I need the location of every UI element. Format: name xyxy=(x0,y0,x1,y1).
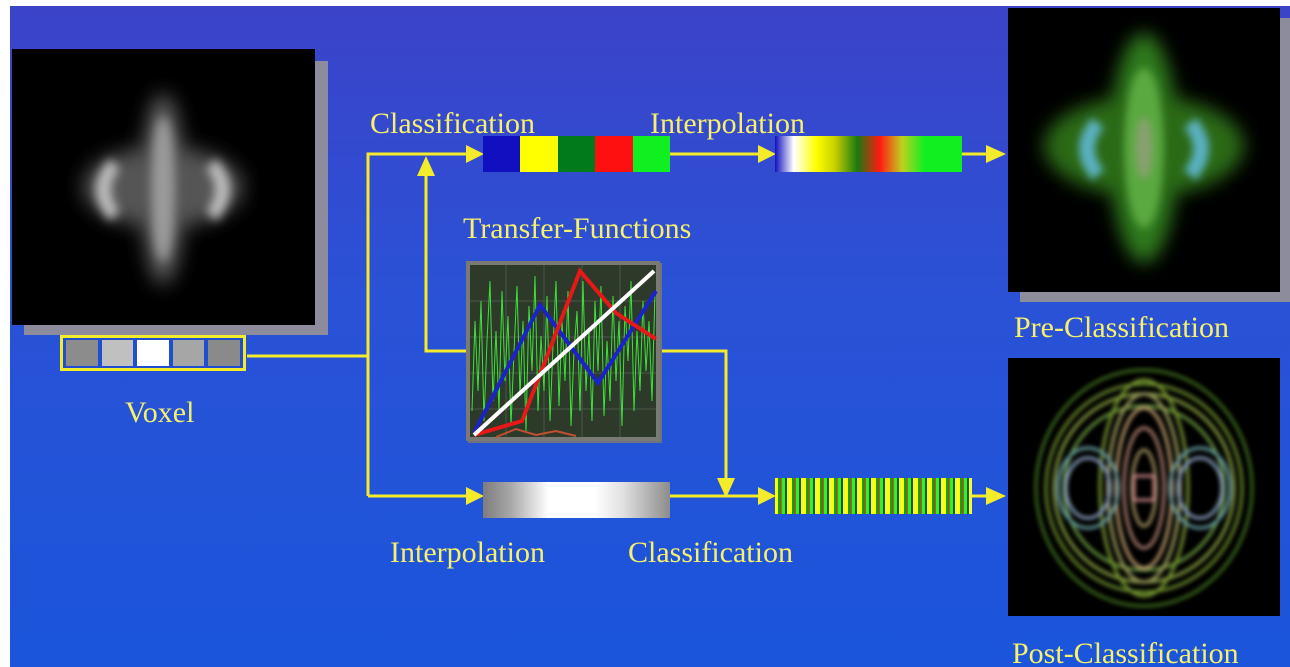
arrowhead xyxy=(466,145,484,163)
blue-transfer-curve xyxy=(472,289,658,434)
voxel-cell xyxy=(101,340,134,366)
transfer-function-svg xyxy=(466,261,660,441)
white-transfer-curve xyxy=(472,269,656,437)
class-color-cell xyxy=(632,136,671,172)
classification-top-label: Classification xyxy=(370,107,535,140)
class-color-cell xyxy=(557,136,596,172)
arrowhead xyxy=(417,156,435,176)
source-volume-image xyxy=(12,49,315,325)
post-classification-image xyxy=(1008,358,1280,616)
class-color-cell xyxy=(595,136,633,172)
arrowhead xyxy=(758,145,776,163)
interpolated-color-bar xyxy=(775,136,962,172)
voxel-strip xyxy=(60,335,246,371)
arrowhead xyxy=(717,478,735,498)
slide-background: Voxel Classification Interpolation xyxy=(10,6,1290,667)
source-volume-render xyxy=(83,94,243,284)
flow-arrows xyxy=(247,145,1006,505)
transfer-functions-label: Transfer-Functions xyxy=(463,212,692,245)
voxel-cell xyxy=(208,340,240,366)
voxel-cell xyxy=(66,340,98,366)
interpolation-top-label: Interpolation xyxy=(650,107,805,140)
arrowhead xyxy=(986,487,1006,505)
voxel-cell xyxy=(172,340,205,366)
interpolated-gray-bar xyxy=(483,482,670,518)
connector-line xyxy=(424,174,466,353)
arrowhead xyxy=(758,487,776,505)
post-classified-color-bar xyxy=(775,478,972,514)
pre-classification-label: Pre-Classification xyxy=(1014,311,1229,344)
pre-classification-image xyxy=(1008,8,1280,292)
interpolation-bottom-label: Interpolation xyxy=(390,536,545,569)
voxel-cell xyxy=(137,340,169,366)
connector-line xyxy=(660,349,728,480)
transfer-function-plot xyxy=(466,261,660,441)
class-color-cell xyxy=(520,136,558,172)
post-classification-label: Post-Classification xyxy=(1012,637,1239,667)
red-transfer-curve xyxy=(473,267,658,437)
voxel-label: Voxel xyxy=(125,396,195,429)
arrowhead xyxy=(986,145,1006,163)
pre-classification-render xyxy=(1044,33,1244,263)
post-classification-render xyxy=(1034,368,1254,608)
classification-color-bar xyxy=(483,136,671,172)
arrowhead xyxy=(466,487,484,505)
classification-bottom-label: Classification xyxy=(628,536,793,569)
connector-line xyxy=(366,152,468,496)
class-color-cell xyxy=(483,136,521,172)
